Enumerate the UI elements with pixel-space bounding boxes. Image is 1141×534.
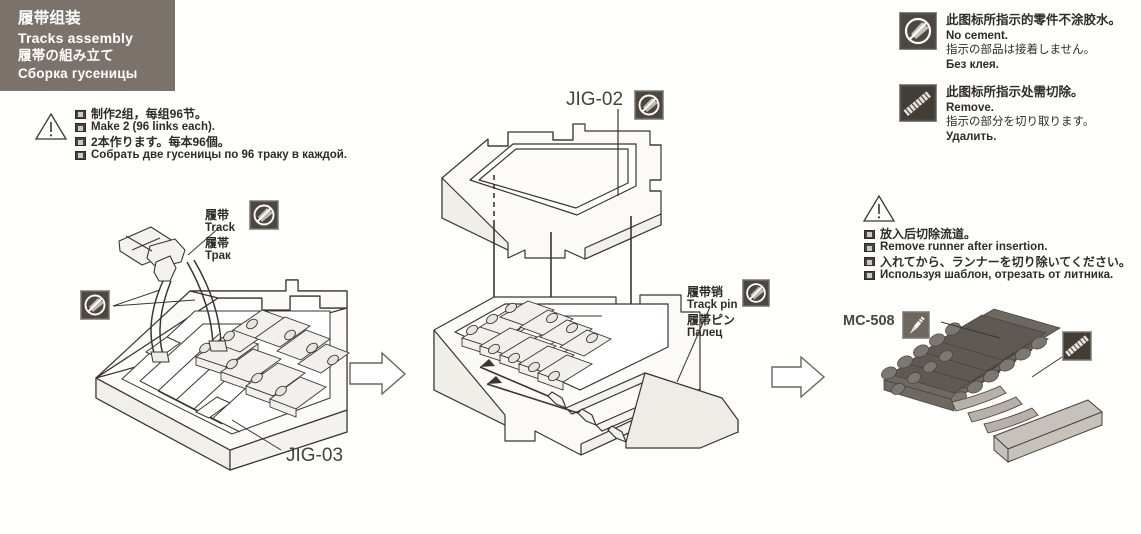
legend-row-no-cement: 此图标所指示的零件不涂胶水。 No cement. 指示の部品は接着しません。 … (899, 12, 1121, 72)
track-label-english: Track (205, 222, 236, 235)
note-line: Make 2 (96 links each). (75, 121, 347, 134)
legend-english: Remove. (946, 101, 994, 114)
legend-japanese: 指示の部品は接着しません。 (946, 44, 1096, 56)
flag-cn-icon (864, 229, 875, 239)
runner-sprue-bar (625, 372, 739, 449)
note-text: 入れてから、ランナーを切り除いてください。 (880, 254, 1131, 269)
leader-line-no-cement-b (112, 299, 196, 307)
part-label-track: 履带 Track 履帯 Трак (205, 208, 235, 263)
leader-line-track (187, 225, 222, 256)
note-text: 制作2组，每组96节。 (91, 107, 208, 121)
note-text: Собрать две гусеницы по 96 траку в каждо… (91, 148, 348, 161)
title-russian: Сборка гусеницы (18, 65, 138, 81)
flag-ru-icon (864, 270, 875, 280)
label-mc508: MC-508 (843, 313, 895, 329)
note-line: 放入后切除流道。 (864, 228, 1131, 240)
legend-text: 此图标所指示的零件不涂胶水。 No cement. 指示の部品は接着しません。 … (946, 12, 1121, 72)
page-title: 履带组装 Tracks assembly 履帯の組み立て Сборка гусе… (0, 0, 175, 91)
track-pin-label-russian: Палец (687, 326, 723, 339)
legend-chinese: 此图标所指示处需切除。 (946, 85, 1084, 100)
note-line: 制作2组，每组96节。 (75, 108, 347, 120)
jig02-upper-tray (441, 123, 662, 260)
track-label-chinese: 履带 (205, 208, 230, 222)
completed-track-assembly (881, 308, 1103, 464)
title-english: Tracks assembly (18, 30, 134, 47)
arrow-right-icon-2 (771, 355, 826, 399)
no-cement-icon (80, 290, 110, 320)
flag-ru-icon (75, 150, 86, 160)
no-cement-icon (899, 12, 937, 50)
note-right-lines: 放入后切除流道。 Remove runner after insertion. … (864, 228, 1131, 283)
leader-line-mc508 (940, 321, 1001, 339)
note-line: 2本作ります。每本96個。 (75, 136, 347, 148)
track-links-middle (460, 300, 613, 391)
legend-russian: Удалить. (946, 131, 997, 144)
flag-cn-icon (75, 109, 86, 119)
note-text: Remove runner after insertion. (880, 241, 1048, 253)
remove-file-icon (1062, 331, 1092, 361)
legend-english: No cement. (946, 29, 1008, 42)
flag-en-icon (75, 123, 86, 133)
track-label-japanese: 履帯 (205, 235, 230, 250)
flag-jp-icon (75, 137, 86, 146)
part-label-track-pin: 履带销 Track pin 履帯ピン Палец (687, 285, 738, 340)
leader-line-jig03 (231, 419, 282, 451)
note-text: Используя шаблон, отрезать от литника. (880, 268, 1114, 281)
note-line: Собрать две гусеницы по 96 траку в каждо… (75, 148, 348, 162)
warning-triangle-icon (34, 112, 68, 140)
track-strip-ends (150, 340, 228, 363)
note-line: 入れてから、ランナーを切り除いてください。 (864, 256, 1131, 268)
arrow-right-icon-1 (349, 351, 407, 396)
note-left-lines: 制作2组，每组96节。 Make 2 (96 links each). 2本作り… (75, 108, 347, 163)
no-cement-icon (742, 279, 770, 307)
title-japanese: 履帯の組み立て (18, 48, 114, 64)
label-jig02: JIG-02 (566, 89, 624, 110)
leader-line-no-cement-a (112, 289, 161, 307)
note-line: Remove runner after insertion. (864, 241, 1131, 254)
label-jig03: JIG-03 (286, 445, 344, 466)
track-pin-runner-left (479, 359, 653, 415)
title-chinese: 履带组装 (18, 10, 81, 27)
note-text: 放入后切除流道。 (880, 227, 977, 241)
legend-chinese: 此图标所指示的零件不涂胶水。 (946, 13, 1122, 27)
legend: 此图标所指示的零件不涂胶水。 No cement. 指示の部品は接着しません。 … (899, 12, 1121, 157)
legend-row-remove: 此图标所指示处需切除。 Remove. 指示の部分を切り取ります。 Удалит… (899, 84, 1121, 144)
tweezers-tool (118, 226, 186, 282)
warning-triangle-icon (862, 194, 896, 222)
legend-russian: Без клея. (946, 58, 999, 71)
note-line: Используя шаблон, отрезать от литника. (864, 268, 1131, 282)
track-strip (150, 259, 222, 357)
flag-en-icon (864, 243, 875, 253)
flag-jp-icon (864, 257, 875, 266)
note-text: 2本作ります。每本96個。 (91, 134, 230, 149)
remove-file-icon (899, 84, 937, 123)
track-label-russian: Трак (205, 249, 231, 262)
no-cement-icon (249, 200, 279, 230)
legend-japanese: 指示の部分を切り取ります。 (946, 116, 1095, 129)
track-pin-label-chinese: 履带销 (687, 285, 724, 299)
leader-line-track-pin (676, 306, 711, 383)
track-pin-label-english: Track pin (687, 299, 738, 312)
legend-text: 此图标所指示处需切除。 Remove. 指示の部分を切り取ります。 Удалит… (946, 84, 1094, 144)
note-text: Make 2 (96 links each). (91, 121, 216, 133)
no-cement-icon (634, 90, 664, 120)
track-pin-label-japanese: 履帯ピン (687, 312, 736, 327)
hobby-knife-icon (902, 311, 930, 339)
